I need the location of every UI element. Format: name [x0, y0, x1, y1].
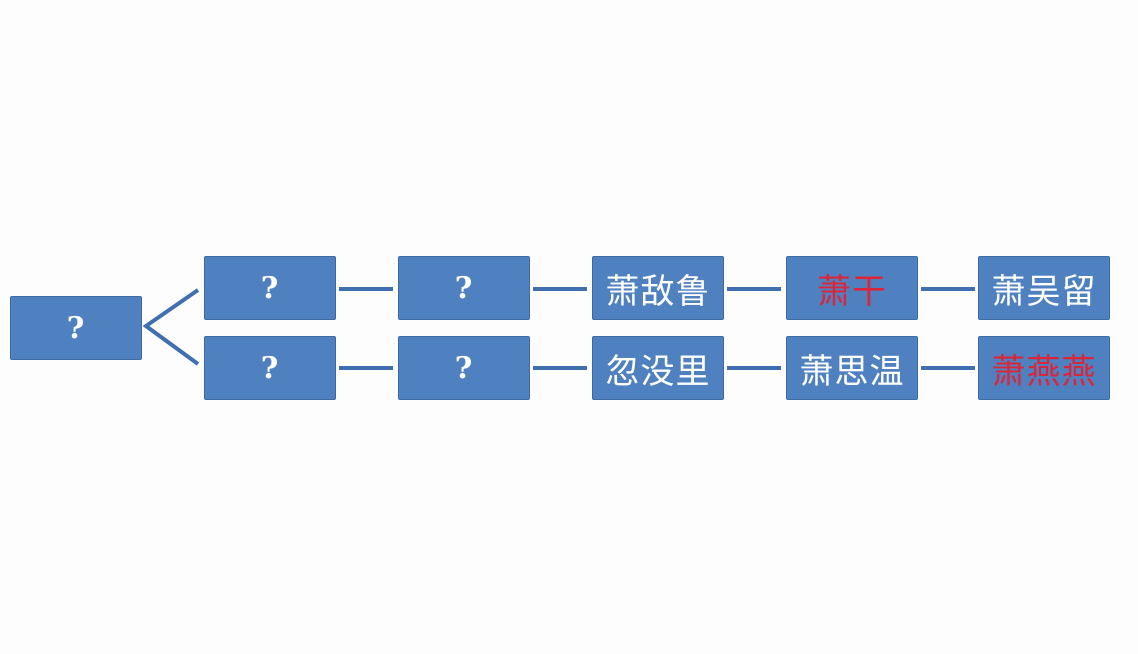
- row1-node-xiao-dilu: 萧敌鲁: [592, 256, 724, 320]
- row2-node-1: ?: [204, 336, 336, 400]
- row2-node-humoli: 忽没里: [592, 336, 724, 400]
- row2-connector-1: [339, 366, 393, 370]
- row1-node-xiao-wuliu: 萧吴留: [978, 256, 1110, 320]
- row1-connector-4: [921, 287, 975, 291]
- row2-connector-2: [533, 366, 587, 370]
- row1-node-2: ?: [398, 256, 530, 320]
- row1-connector-1: [339, 287, 393, 291]
- root-node: ?: [10, 296, 142, 360]
- row2-connector-3: [727, 366, 781, 370]
- row1-connector-2: [533, 287, 587, 291]
- row1-node-1: ?: [204, 256, 336, 320]
- row2-node-2: ?: [398, 336, 530, 400]
- row1-node-xiao-gan: 萧干: [786, 256, 918, 320]
- row2-node-xiao-siwen: 萧思温: [786, 336, 918, 400]
- row1-connector-3: [727, 287, 781, 291]
- row2-connector-4: [921, 366, 975, 370]
- row2-node-xiao-yanyan: 萧燕燕: [978, 336, 1110, 400]
